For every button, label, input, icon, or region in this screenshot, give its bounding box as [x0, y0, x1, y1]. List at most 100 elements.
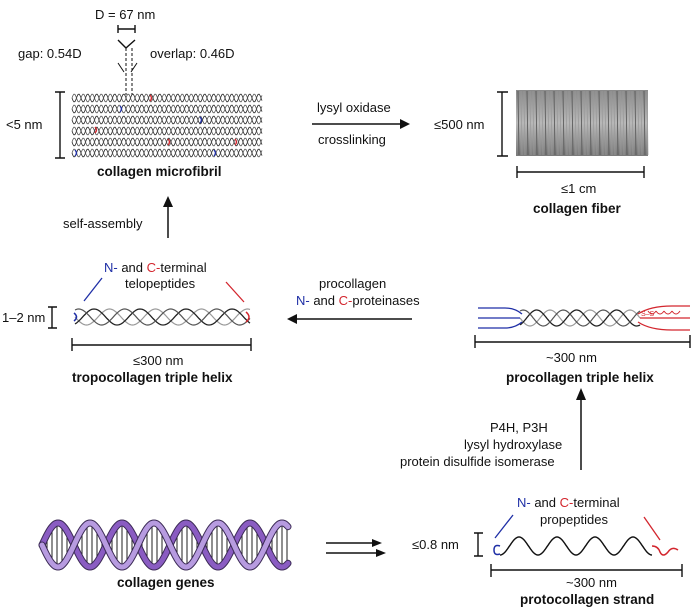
fiber-caption: collagen fiber: [533, 201, 622, 216]
c-propeptide: [637, 305, 690, 315]
disulfide-label: S–S: [641, 311, 655, 318]
self-assembly-step: self-assembly: [63, 196, 173, 238]
period-pointer: [117, 39, 136, 49]
helix-strand: [74, 308, 251, 326]
protocollagen-caption: protocollagen strand: [520, 592, 654, 607]
procollagen-length-bar: [474, 335, 691, 348]
translation-step: [326, 539, 386, 557]
crosslink-line1: lysyl oxidase: [317, 100, 391, 115]
fiber-striation: [544, 90, 547, 156]
fiber-striation: [556, 90, 559, 156]
microfibril-height-bar: [55, 91, 65, 159]
tropocollagen-height-bar: [48, 306, 57, 329]
c-telopeptide-pointer: [225, 281, 245, 303]
fibril-strand: [71, 126, 263, 136]
fiber-striation: [592, 90, 595, 156]
fiber-striation: [580, 90, 583, 156]
fiber-striation: [571, 90, 574, 156]
fibril-strand: [71, 93, 263, 103]
fiber-striation: [586, 90, 589, 156]
c-propeptide-loop: [655, 310, 665, 315]
gap-label: gap: 0.54D: [18, 46, 82, 61]
crosslink-line2: crosslinking: [318, 132, 386, 147]
n-propeptide: [478, 307, 523, 315]
procollagen-panel: S–S ~300 nm procollagen triple helix: [474, 305, 691, 385]
dna-backbone: [39, 520, 291, 570]
c-propeptide: [637, 321, 690, 331]
fiber-striation: [625, 90, 628, 156]
fiber-striation: [601, 90, 604, 156]
genes-panel: collagen genes: [38, 519, 292, 590]
modification-line1: P4H, P3H: [490, 420, 548, 435]
tropocollagen-triple-helix: [73, 308, 251, 326]
fiber-striation: [550, 90, 553, 156]
dna-double-helix: [38, 519, 292, 571]
c-telopeptide-mark: [149, 94, 153, 102]
protocollagen-terminal-line1: N- and C-terminal: [517, 495, 620, 510]
modification-arrowhead: [576, 388, 586, 400]
genes-caption: collagen genes: [117, 575, 215, 590]
fibril-strand: [71, 104, 263, 114]
tropocollagen-terminal-line2: telopeptides: [125, 276, 196, 291]
fiber-striation: [643, 90, 646, 156]
fiber-striation: [613, 90, 616, 156]
tropocollagen-caption: tropocollagen triple helix: [72, 370, 233, 385]
modification-line2: lysyl hydroxylase: [464, 437, 562, 452]
n-telopeptide-mark: [74, 149, 78, 157]
proteinase-line1: procollagen: [319, 276, 386, 291]
fiber-height-label: ≤500 nm: [434, 117, 485, 132]
fibril-strand: [71, 148, 263, 158]
modification-step: P4H, P3H lysyl hydroxylase protein disul…: [400, 388, 586, 470]
c-telopeptide-mark: [167, 138, 171, 146]
protocollagen-length-bar: [490, 564, 683, 577]
fiber-striation: [607, 90, 610, 156]
procollagen-length-label: ~300 nm: [546, 350, 597, 365]
n-propeptide: [478, 321, 523, 329]
fiber-length-bar: [516, 166, 645, 178]
n-propeptide: [493, 544, 501, 556]
fiber-panel: ≤500 nm ≤1 cm collagen fiber: [434, 90, 649, 216]
protocollagen-chain: [499, 536, 653, 556]
protocollagen-strand: [493, 536, 679, 556]
dna-backbone: [39, 520, 291, 570]
fiber-striation: [529, 90, 532, 156]
c-propeptide-loop: [671, 310, 681, 315]
fibril-strand: [71, 137, 263, 147]
fiber-striations: [517, 90, 649, 156]
crosslinking-step: lysyl oxidase crosslinking: [312, 100, 410, 147]
tropocollagen-length-label: ≤300 nm: [133, 353, 184, 368]
tropocollagen-height-label: 1–2 nm: [2, 310, 45, 325]
self-assembly-arrowhead: [163, 196, 173, 207]
fiber-striation: [538, 90, 541, 156]
n-telopeptide: [73, 312, 78, 322]
c-propeptide-pointer: [643, 516, 661, 541]
fiber-striation: [559, 90, 562, 156]
microfibril-strands: [71, 93, 263, 158]
c-propeptide-loop: [663, 310, 673, 315]
fiber-striation: [526, 90, 529, 156]
fiber-striation: [619, 90, 622, 156]
fiber-striation: [595, 90, 598, 156]
fiber-striation: [532, 90, 535, 156]
fiber-striation: [640, 90, 643, 156]
fiber-striation: [553, 90, 556, 156]
period-dashed-guides: [125, 48, 133, 95]
fiber-striation: [523, 90, 526, 156]
fiber-striation: [583, 90, 586, 156]
helix-strand: [519, 309, 641, 327]
fiber-striation: [637, 90, 640, 156]
fiber-striation: [589, 90, 592, 156]
self-assembly-label: self-assembly: [63, 216, 143, 231]
period-label: D = 67 nm: [95, 7, 155, 22]
protocollagen-panel: N- and C-terminal propeptides ≤0.8 nm ~3…: [412, 495, 683, 607]
protocollagen-length-label: ~300 nm: [566, 575, 617, 590]
protocollagen-terminal-line2: propeptides: [540, 512, 608, 527]
protocollagen-height-bar: [474, 532, 483, 557]
fiber-striation: [547, 90, 550, 156]
fiber-height-bar: [497, 91, 508, 157]
c-propeptide: [651, 545, 679, 556]
fiber-striation: [562, 90, 565, 156]
c-telopeptide: [245, 311, 250, 323]
tropocollagen-panel: N- and C-terminal telopeptides 1–2 nm ≤3…: [2, 260, 252, 385]
